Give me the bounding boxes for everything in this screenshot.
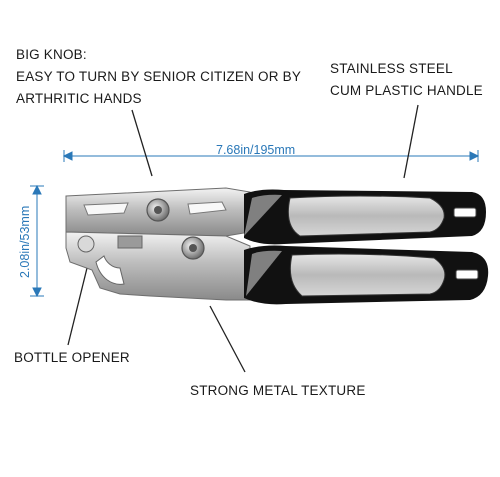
length-dimension-line bbox=[62, 150, 480, 162]
metal-leader-line bbox=[209, 305, 246, 373]
handle-callout: STAINLESS STEEL CUM PLASTIC HANDLE bbox=[330, 58, 483, 102]
big-knob-callout: BIG KNOB: EASY TO TURN BY SENIOR CITIZEN… bbox=[16, 44, 301, 110]
metal-texture-label: STRONG METAL TEXTURE bbox=[190, 383, 366, 398]
handle-line1: STAINLESS STEEL bbox=[330, 61, 453, 76]
big-knob-title: BIG KNOB: bbox=[16, 47, 87, 62]
upper-handle bbox=[244, 189, 486, 245]
big-knob-line2: ARTHRITIC HANDS bbox=[16, 91, 142, 106]
bottle-opener-label: BOTTLE OPENER bbox=[14, 350, 130, 365]
handle-leader-line bbox=[403, 104, 419, 179]
knob-leader-line bbox=[131, 109, 153, 177]
bottle-leader-line bbox=[67, 263, 89, 346]
handle-line2: CUM PLASTIC HANDLE bbox=[330, 83, 483, 98]
big-knob-line1: EASY TO TURN BY SENIOR CITIZEN OR BY bbox=[16, 69, 302, 84]
length-dimension-label: 7.68in/195mm bbox=[216, 143, 296, 157]
height-dimension-line bbox=[30, 184, 44, 298]
lower-handle bbox=[244, 245, 489, 305]
